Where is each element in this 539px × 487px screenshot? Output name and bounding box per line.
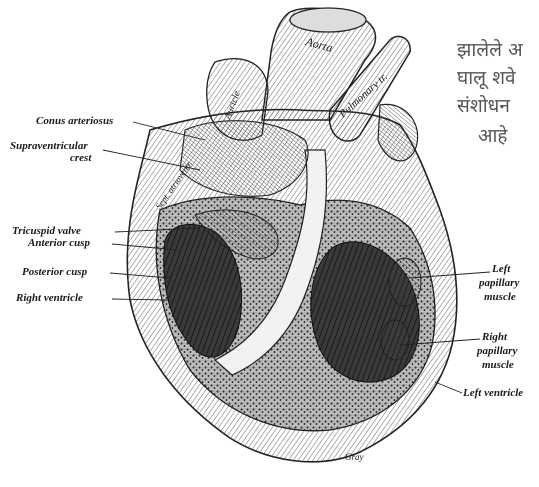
left-papillary-muscle-shape	[389, 258, 421, 306]
label-conus-arteriosus: Conus arteriosus	[36, 115, 113, 127]
label-supraventricular-1: Supraventricular	[10, 140, 88, 152]
right-papillary-muscle-shape	[381, 320, 409, 360]
label-right-papillary-2: papillary	[476, 345, 517, 357]
label-tricuspid-valve: Tricuspid valve	[12, 225, 81, 237]
label-left-ventricle: Left ventricle	[462, 387, 523, 399]
left-auricle	[378, 104, 418, 161]
label-anterior-cusp: Anterior cusp	[27, 237, 91, 249]
label-right-papillary-1: Right	[481, 331, 508, 343]
side-text-line-3: संशोधन	[457, 92, 510, 120]
label-left-papillary-2: papillary	[478, 277, 519, 289]
side-text-line-1: झालेले अ	[457, 36, 523, 64]
label-right-ventricle: Right ventricle	[15, 292, 83, 304]
label-right-papillary-3: muscle	[482, 359, 514, 371]
artist-signature: Gray	[345, 452, 364, 462]
aorta-opening	[290, 8, 366, 32]
side-text-line-4: आहे	[478, 122, 508, 150]
label-left-papillary-3: muscle	[484, 291, 516, 303]
side-text-line-2: घालू शवे	[457, 64, 516, 92]
label-posterior-cusp: Posterior cusp	[22, 266, 88, 278]
label-left-papillary-1: Left	[491, 263, 511, 275]
label-supraventricular-2: crest	[70, 152, 92, 164]
